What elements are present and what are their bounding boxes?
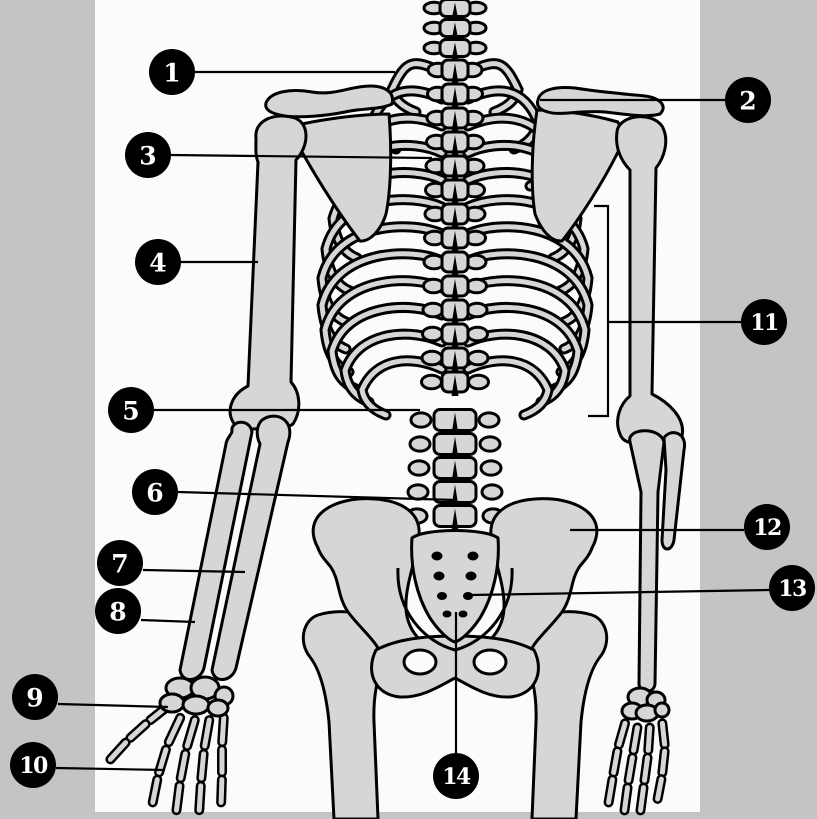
transverse-process bbox=[481, 461, 501, 475]
phalanx bbox=[648, 728, 650, 751]
left-carpal bbox=[208, 700, 228, 716]
sacral-foramen bbox=[432, 552, 443, 561]
phalanx bbox=[662, 751, 664, 772]
phalanx bbox=[199, 786, 201, 810]
callout-number: 14 bbox=[442, 764, 471, 790]
left-obturator-foramen bbox=[404, 650, 436, 674]
phalanx bbox=[222, 718, 224, 742]
transverse-process bbox=[409, 461, 429, 475]
callout-number: 11 bbox=[750, 310, 778, 336]
transverse-process bbox=[408, 485, 428, 499]
transverse-process bbox=[423, 303, 443, 317]
phalanx bbox=[640, 788, 643, 811]
phalanx bbox=[644, 758, 647, 781]
callout-number: 6 bbox=[146, 479, 163, 508]
transverse-process bbox=[411, 413, 431, 427]
transverse-process bbox=[468, 327, 488, 341]
sacral-foramen bbox=[466, 572, 477, 581]
callout-number: 13 bbox=[778, 576, 806, 602]
phalanx bbox=[662, 723, 664, 744]
transverse-process bbox=[480, 437, 500, 451]
sacral-foramen bbox=[434, 572, 445, 581]
transverse-process bbox=[482, 485, 502, 499]
callout-number: 9 bbox=[26, 684, 43, 713]
phalanx bbox=[221, 780, 222, 803]
transverse-process bbox=[479, 413, 499, 427]
callout-number: 8 bbox=[109, 598, 126, 627]
callout-number: 7 bbox=[111, 550, 128, 579]
transverse-process bbox=[422, 351, 442, 365]
callout-number: 2 bbox=[739, 87, 756, 116]
left-finger bbox=[221, 718, 224, 803]
sacral-foramen bbox=[468, 552, 479, 561]
transverse-process bbox=[410, 437, 430, 451]
phalanx bbox=[624, 788, 627, 811]
left-carpal bbox=[183, 696, 209, 714]
callout-number: 10 bbox=[19, 753, 48, 779]
transverse-process bbox=[422, 375, 442, 389]
transverse-process bbox=[468, 351, 488, 365]
left-carpal bbox=[160, 694, 184, 712]
sacral-foramen bbox=[437, 592, 447, 600]
callout-number: 12 bbox=[753, 515, 781, 541]
sacral-foramen bbox=[443, 611, 452, 618]
phalanx bbox=[201, 754, 203, 778]
transverse-process bbox=[423, 327, 443, 341]
sacral-foramen bbox=[459, 611, 468, 618]
callout-number: 4 bbox=[149, 249, 166, 278]
callout-number: 5 bbox=[122, 397, 139, 426]
right-finger bbox=[658, 723, 665, 799]
phalanx bbox=[176, 786, 179, 810]
right-obturator-foramen bbox=[474, 650, 506, 674]
transverse-process bbox=[467, 303, 487, 317]
callout-number: 3 bbox=[139, 142, 156, 171]
transverse-process bbox=[469, 375, 489, 389]
right-carpal bbox=[655, 703, 669, 717]
callout-number: 1 bbox=[163, 59, 180, 88]
